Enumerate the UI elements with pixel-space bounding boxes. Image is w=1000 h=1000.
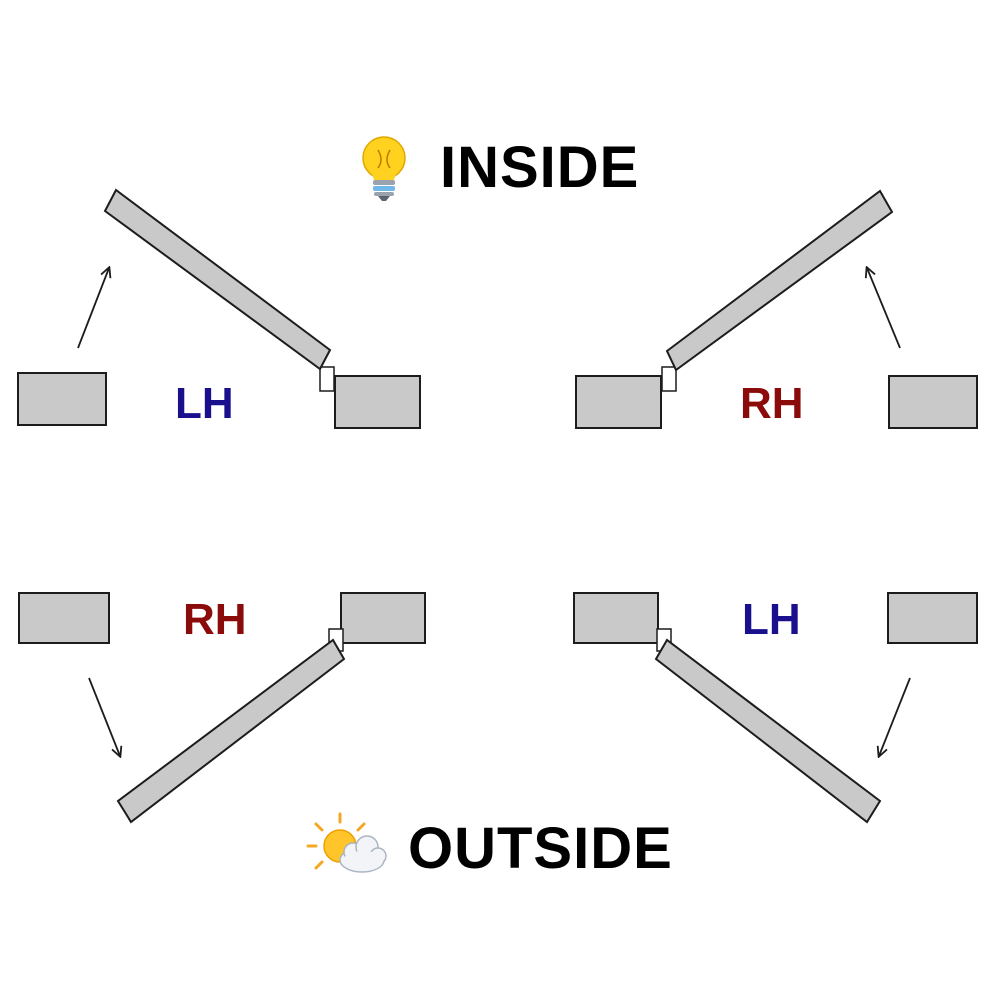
door-leaf <box>116 638 346 824</box>
wall-block-right <box>887 592 978 644</box>
door-leaf <box>654 638 882 824</box>
handing-label-inside-right: RH <box>740 379 804 428</box>
door-leaf <box>103 188 332 371</box>
hinge <box>661 366 677 392</box>
diagram-outside-left <box>18 592 426 824</box>
swing-arrow <box>867 268 901 349</box>
handing-label-outside-left: RH <box>183 595 247 644</box>
wall-block-left <box>18 592 110 644</box>
diagram-inside-right <box>575 189 978 429</box>
hinge <box>319 366 335 392</box>
diagram-inside-left <box>17 188 421 429</box>
handing-label-inside-left: LH <box>175 379 234 428</box>
wall-block-left <box>575 375 662 429</box>
outside-heading: OUTSIDE <box>408 816 673 881</box>
swing-arrow <box>88 677 120 756</box>
wall-block-right <box>334 375 421 429</box>
handing-label-outside-right: LH <box>742 595 801 644</box>
diagram-outside-right <box>573 592 978 824</box>
sun-behind-cloud-icon <box>306 812 387 873</box>
light-bulb-icon <box>362 136 406 201</box>
door-leaf <box>665 189 894 372</box>
wall-block-left <box>17 372 107 426</box>
wall-block-right <box>340 592 426 644</box>
wall-block-right <box>888 375 978 429</box>
inside-heading: INSIDE <box>440 135 640 200</box>
wall-block-left <box>573 592 659 644</box>
swing-arrow <box>879 677 911 756</box>
swing-arrow <box>77 268 109 349</box>
